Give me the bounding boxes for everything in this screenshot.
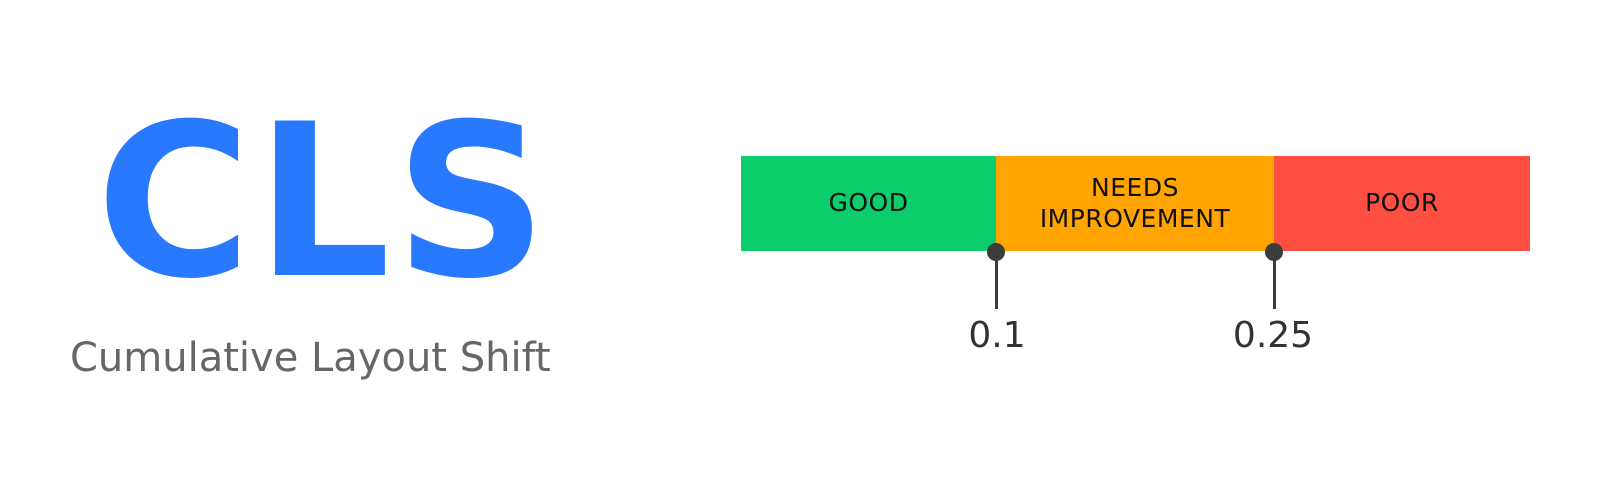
threshold-label-low: 0.1 [968, 315, 1026, 356]
segment-good-label: GOOD [828, 188, 909, 218]
rating-scale-bar: GOOD NEEDS IMPROVEMENT POOR [741, 156, 1530, 251]
threshold-marker-dot [987, 243, 1005, 261]
threshold-label-high: 0.25 [1232, 315, 1314, 356]
threshold-marker-line [994, 255, 998, 309]
metric-title: CLS [96, 78, 552, 325]
threshold-marker-low [987, 243, 1005, 309]
segment-needs-improvement: NEEDS IMPROVEMENT [996, 156, 1274, 251]
segment-poor-label: POOR [1365, 188, 1439, 218]
segment-needs-improvement-label: NEEDS IMPROVEMENT [1039, 173, 1231, 233]
segment-poor: POOR [1274, 156, 1530, 251]
threshold-marker-dot [1265, 243, 1283, 261]
threshold-marker-line [1272, 255, 1276, 309]
segment-good: GOOD [741, 156, 996, 251]
threshold-marker-high [1265, 243, 1283, 309]
metric-subtitle: Cumulative Layout Shift [70, 335, 551, 381]
